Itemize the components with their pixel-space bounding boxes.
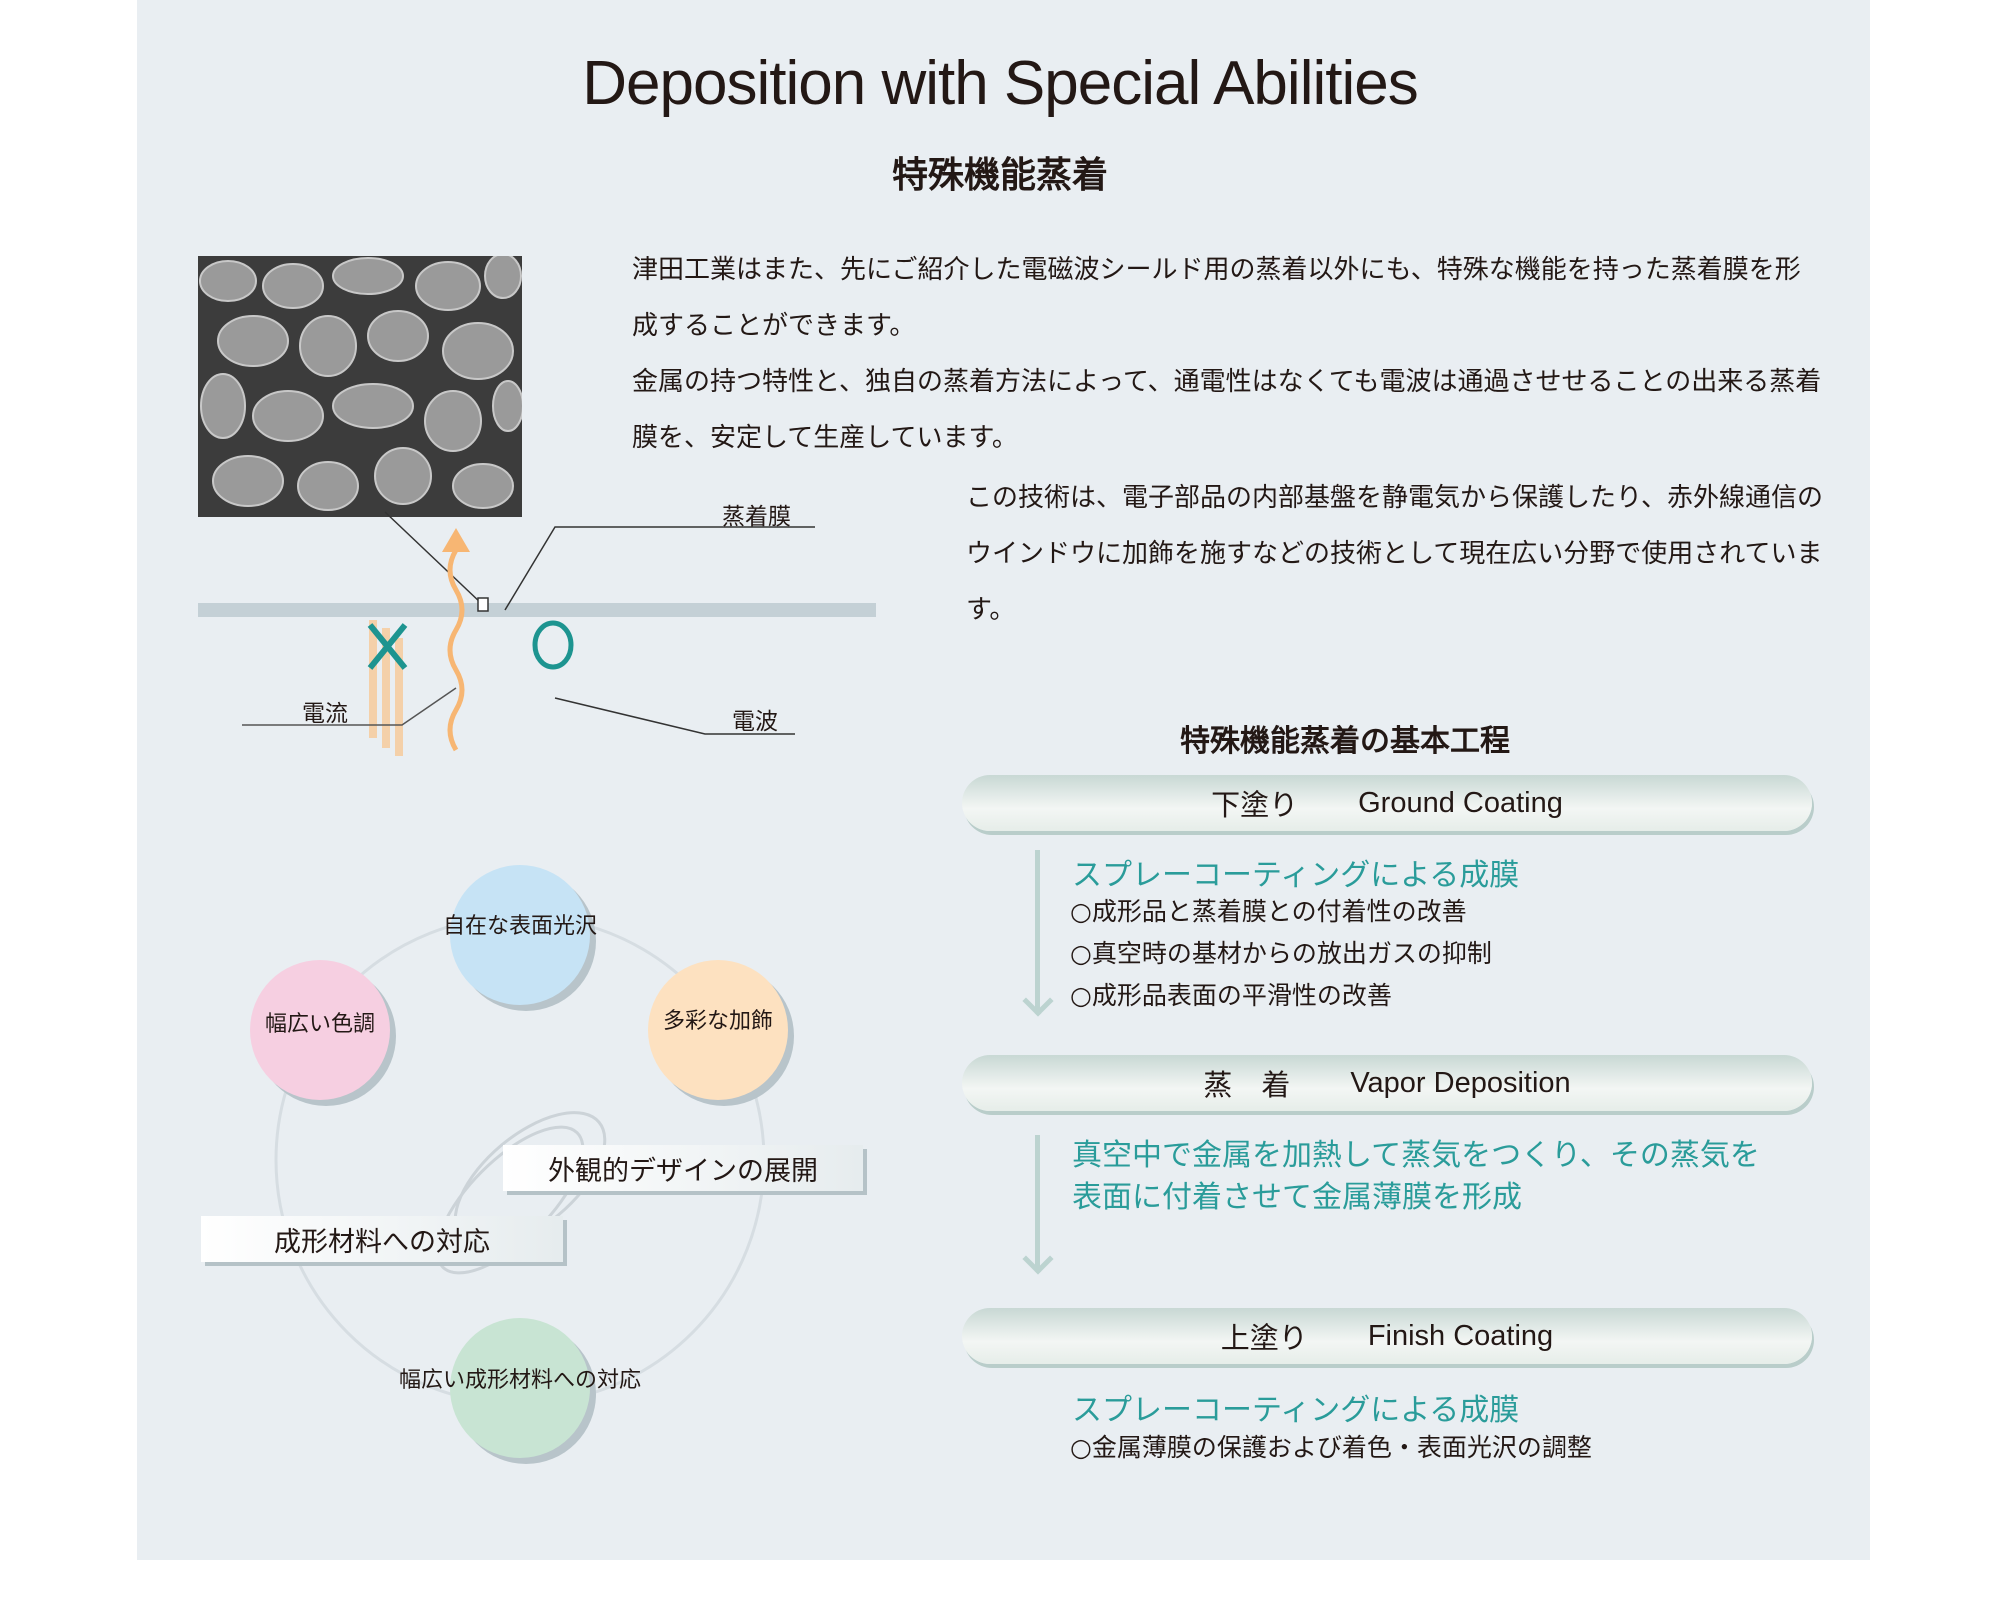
page-title: Deposition with Special Abilities xyxy=(582,49,1418,118)
step1-heading: スプレーコーティングによる成膜 xyxy=(1072,858,1520,893)
features-diagram xyxy=(250,865,794,1464)
circle-mark-icon xyxy=(532,620,574,670)
feature-circle-top xyxy=(450,865,590,1005)
feature-circle-left xyxy=(250,960,390,1100)
sem-micrograph-image xyxy=(198,256,522,517)
step3-list: ○金属薄膜の保護および着色・表面光沢の調整 xyxy=(1070,1433,1592,1462)
label-film: 蒸着膜 xyxy=(722,504,791,530)
feature-circle-right xyxy=(648,960,788,1100)
wave-arrow xyxy=(447,548,465,752)
feature-materials: 幅広い成形材料への対応 xyxy=(398,1368,641,1393)
intro-paragraph-2: この技術は、電子部品の内部基盤を静電気から保護したり、赤外線通信のウインドウに加… xyxy=(966,483,1823,625)
flow-arrow-1 xyxy=(1035,850,1040,1010)
feature-circle-bottom xyxy=(450,1318,590,1458)
feature-decoration: 多彩な加飾 xyxy=(662,1009,773,1034)
step2-heading: 真空中で金属を加熱して蒸気をつくり、その蒸気を表面に付着させて金属薄膜を形成 xyxy=(1072,1138,1760,1215)
feature-surface-gloss: 自在な表面光沢 xyxy=(442,914,597,939)
step1-list: ○成形品と蒸着膜との付着性の改善○真空時の基材からの放出ガスの抑制○成形品表面の… xyxy=(1070,897,1492,1010)
feature-circles xyxy=(250,865,794,1464)
materials-box: 成形材料への対応 xyxy=(201,1216,563,1262)
label-wave: 電波 xyxy=(732,709,778,735)
flow-arrow-2 xyxy=(1035,1135,1040,1270)
feature-color-range: 幅広い色調 xyxy=(264,1012,375,1037)
label-current: 電流 xyxy=(302,701,348,727)
cross-icon xyxy=(367,623,408,670)
intro-paragraph-1: 津田工業はまた、先にご紹介した電磁波シールド用の蒸着以外にも、特殊な機能を持った… xyxy=(632,255,1822,453)
design-box: 外観的デザインの展開 xyxy=(503,1145,863,1191)
substrate-bar xyxy=(198,603,876,617)
page-subtitle: 特殊機能蒸着 xyxy=(891,155,1108,196)
process-title: 特殊機能蒸着の基本工程 xyxy=(1180,724,1510,759)
step3-heading: スプレーコーティングによる成膜 xyxy=(1072,1393,1520,1428)
deposition-diagram xyxy=(198,511,876,756)
